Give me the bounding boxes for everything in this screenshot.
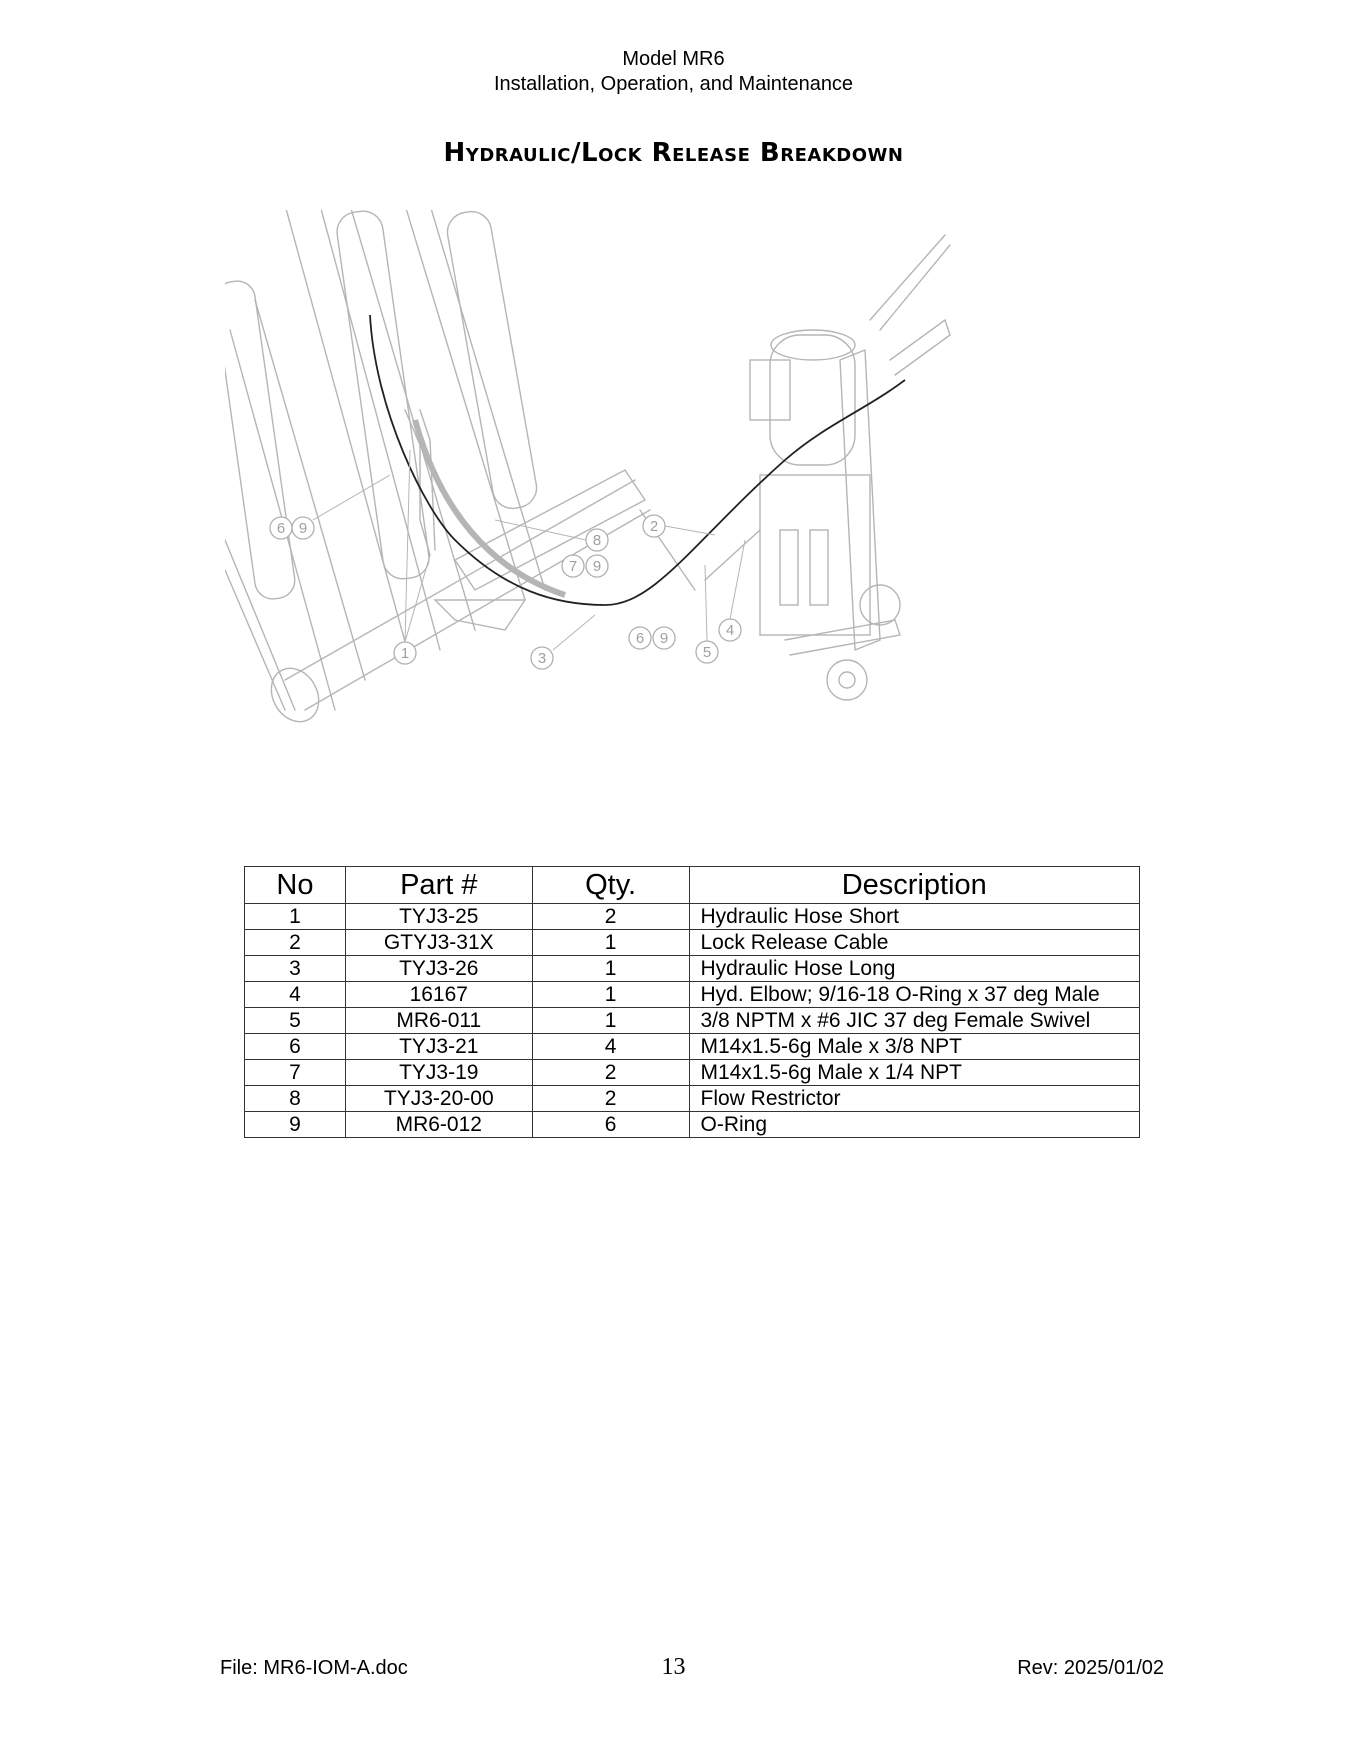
cell-part: TYJ3-19 xyxy=(344,1059,533,1086)
cell-description: M14x1.5-6g Male x 3/8 NPT xyxy=(688,1033,1140,1060)
cell-description: 3/8 NPTM x #6 JIC 37 deg Female Swivel xyxy=(688,1007,1140,1034)
callout-9a: 9 xyxy=(299,520,307,537)
document-model: Model MR6 xyxy=(622,48,725,70)
cell-qty: 2 xyxy=(531,903,690,930)
cell-no: 6 xyxy=(244,1033,346,1060)
cell-qty: 4 xyxy=(531,1033,690,1060)
cell-qty: 2 xyxy=(531,1059,690,1086)
cell-description: Hyd. Elbow; 9/16-18 O-Ring x 37 deg Male xyxy=(688,981,1140,1008)
cell-description: Hydraulic Hose Long xyxy=(688,955,1140,982)
cell-part: TYJ3-21 xyxy=(344,1033,533,1060)
callout-1: 1 xyxy=(401,645,409,662)
col-header-no: No xyxy=(244,866,346,904)
cell-part: MR6-011 xyxy=(344,1007,533,1034)
cell-no: 3 xyxy=(244,955,346,982)
cell-no: 7 xyxy=(244,1059,346,1086)
footer-revision: Rev: 2025/01/02 xyxy=(1017,1657,1164,1679)
col-header-description: Description xyxy=(688,866,1140,904)
page-title: Hydraulic/Lock Release Breakdown xyxy=(443,138,904,168)
cell-description: Hydraulic Hose Short xyxy=(688,903,1140,930)
cell-no: 8 xyxy=(244,1085,346,1112)
table-header-row: No Part # Qty. Description xyxy=(244,866,1140,904)
cell-part: TYJ3-26 xyxy=(344,955,533,982)
cell-description: M14x1.5-6g Male x 1/4 NPT xyxy=(688,1059,1140,1086)
cell-no: 4 xyxy=(244,981,346,1008)
cell-no: 5 xyxy=(244,1007,346,1034)
cell-qty: 2 xyxy=(531,1085,690,1112)
footer-file: File: MR6-IOM-A.doc xyxy=(220,1657,408,1679)
callout-4: 4 xyxy=(726,622,734,639)
footer-page-number: 13 xyxy=(661,1654,686,1680)
callout-8: 8 xyxy=(593,532,601,549)
cell-no: 9 xyxy=(244,1111,346,1138)
cell-part: TYJ3-25 xyxy=(344,903,533,930)
cell-no: 2 xyxy=(244,929,346,956)
callout-9c: 9 xyxy=(660,630,668,647)
cell-part: 16167 xyxy=(344,981,533,1008)
col-header-part: Part # xyxy=(344,866,533,904)
cell-description: O-Ring xyxy=(688,1111,1140,1138)
cell-description: Flow Restrictor xyxy=(688,1085,1140,1112)
col-header-qty: Qty. xyxy=(531,866,690,904)
document-subtitle: Installation, Operation, and Maintenance xyxy=(493,73,854,95)
cell-qty: 1 xyxy=(531,955,690,982)
callout-6b: 6 xyxy=(636,630,644,647)
callout-9b: 9 xyxy=(593,558,601,575)
cell-qty: 1 xyxy=(531,981,690,1008)
cell-no: 1 xyxy=(244,903,346,930)
cell-part: MR6-012 xyxy=(344,1111,533,1138)
callout-5: 5 xyxy=(703,644,711,661)
cell-description: Lock Release Cable xyxy=(688,929,1140,956)
cell-part: GTYJ3-31X xyxy=(344,929,533,956)
cell-qty: 1 xyxy=(531,1007,690,1034)
callout-6a: 6 xyxy=(277,520,285,537)
callout-3: 3 xyxy=(538,650,546,667)
cell-part: TYJ3-20-00 xyxy=(344,1085,533,1112)
cell-qty: 6 xyxy=(531,1111,690,1138)
hydraulic-breakdown-diagram: 1 2 3 4 5 6 9 8 7 9 6 9 xyxy=(225,210,951,723)
cell-qty: 1 xyxy=(531,929,690,956)
callout-7: 7 xyxy=(569,558,577,575)
callout-2: 2 xyxy=(650,518,658,535)
